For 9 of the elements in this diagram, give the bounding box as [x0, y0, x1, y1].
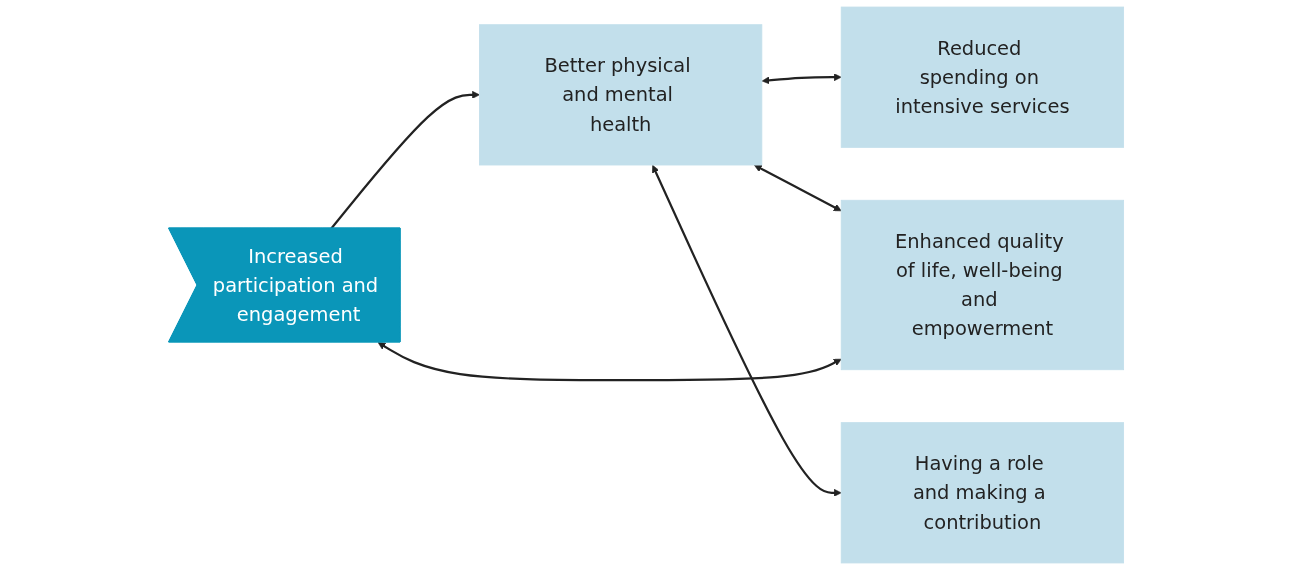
arrow [330, 90, 481, 230]
arrow [652, 164, 842, 497]
arrow [378, 342, 842, 382]
node-box: Having a role and making a contribution [841, 422, 1125, 564]
node-box: Reduced spending on intensive services [841, 6, 1125, 148]
node-box: Enhanced quality of life, well-being and empowerment [841, 199, 1125, 371]
arrow [754, 164, 842, 212]
arrow [762, 73, 842, 85]
node-box: Better physical and mental health [479, 24, 763, 166]
